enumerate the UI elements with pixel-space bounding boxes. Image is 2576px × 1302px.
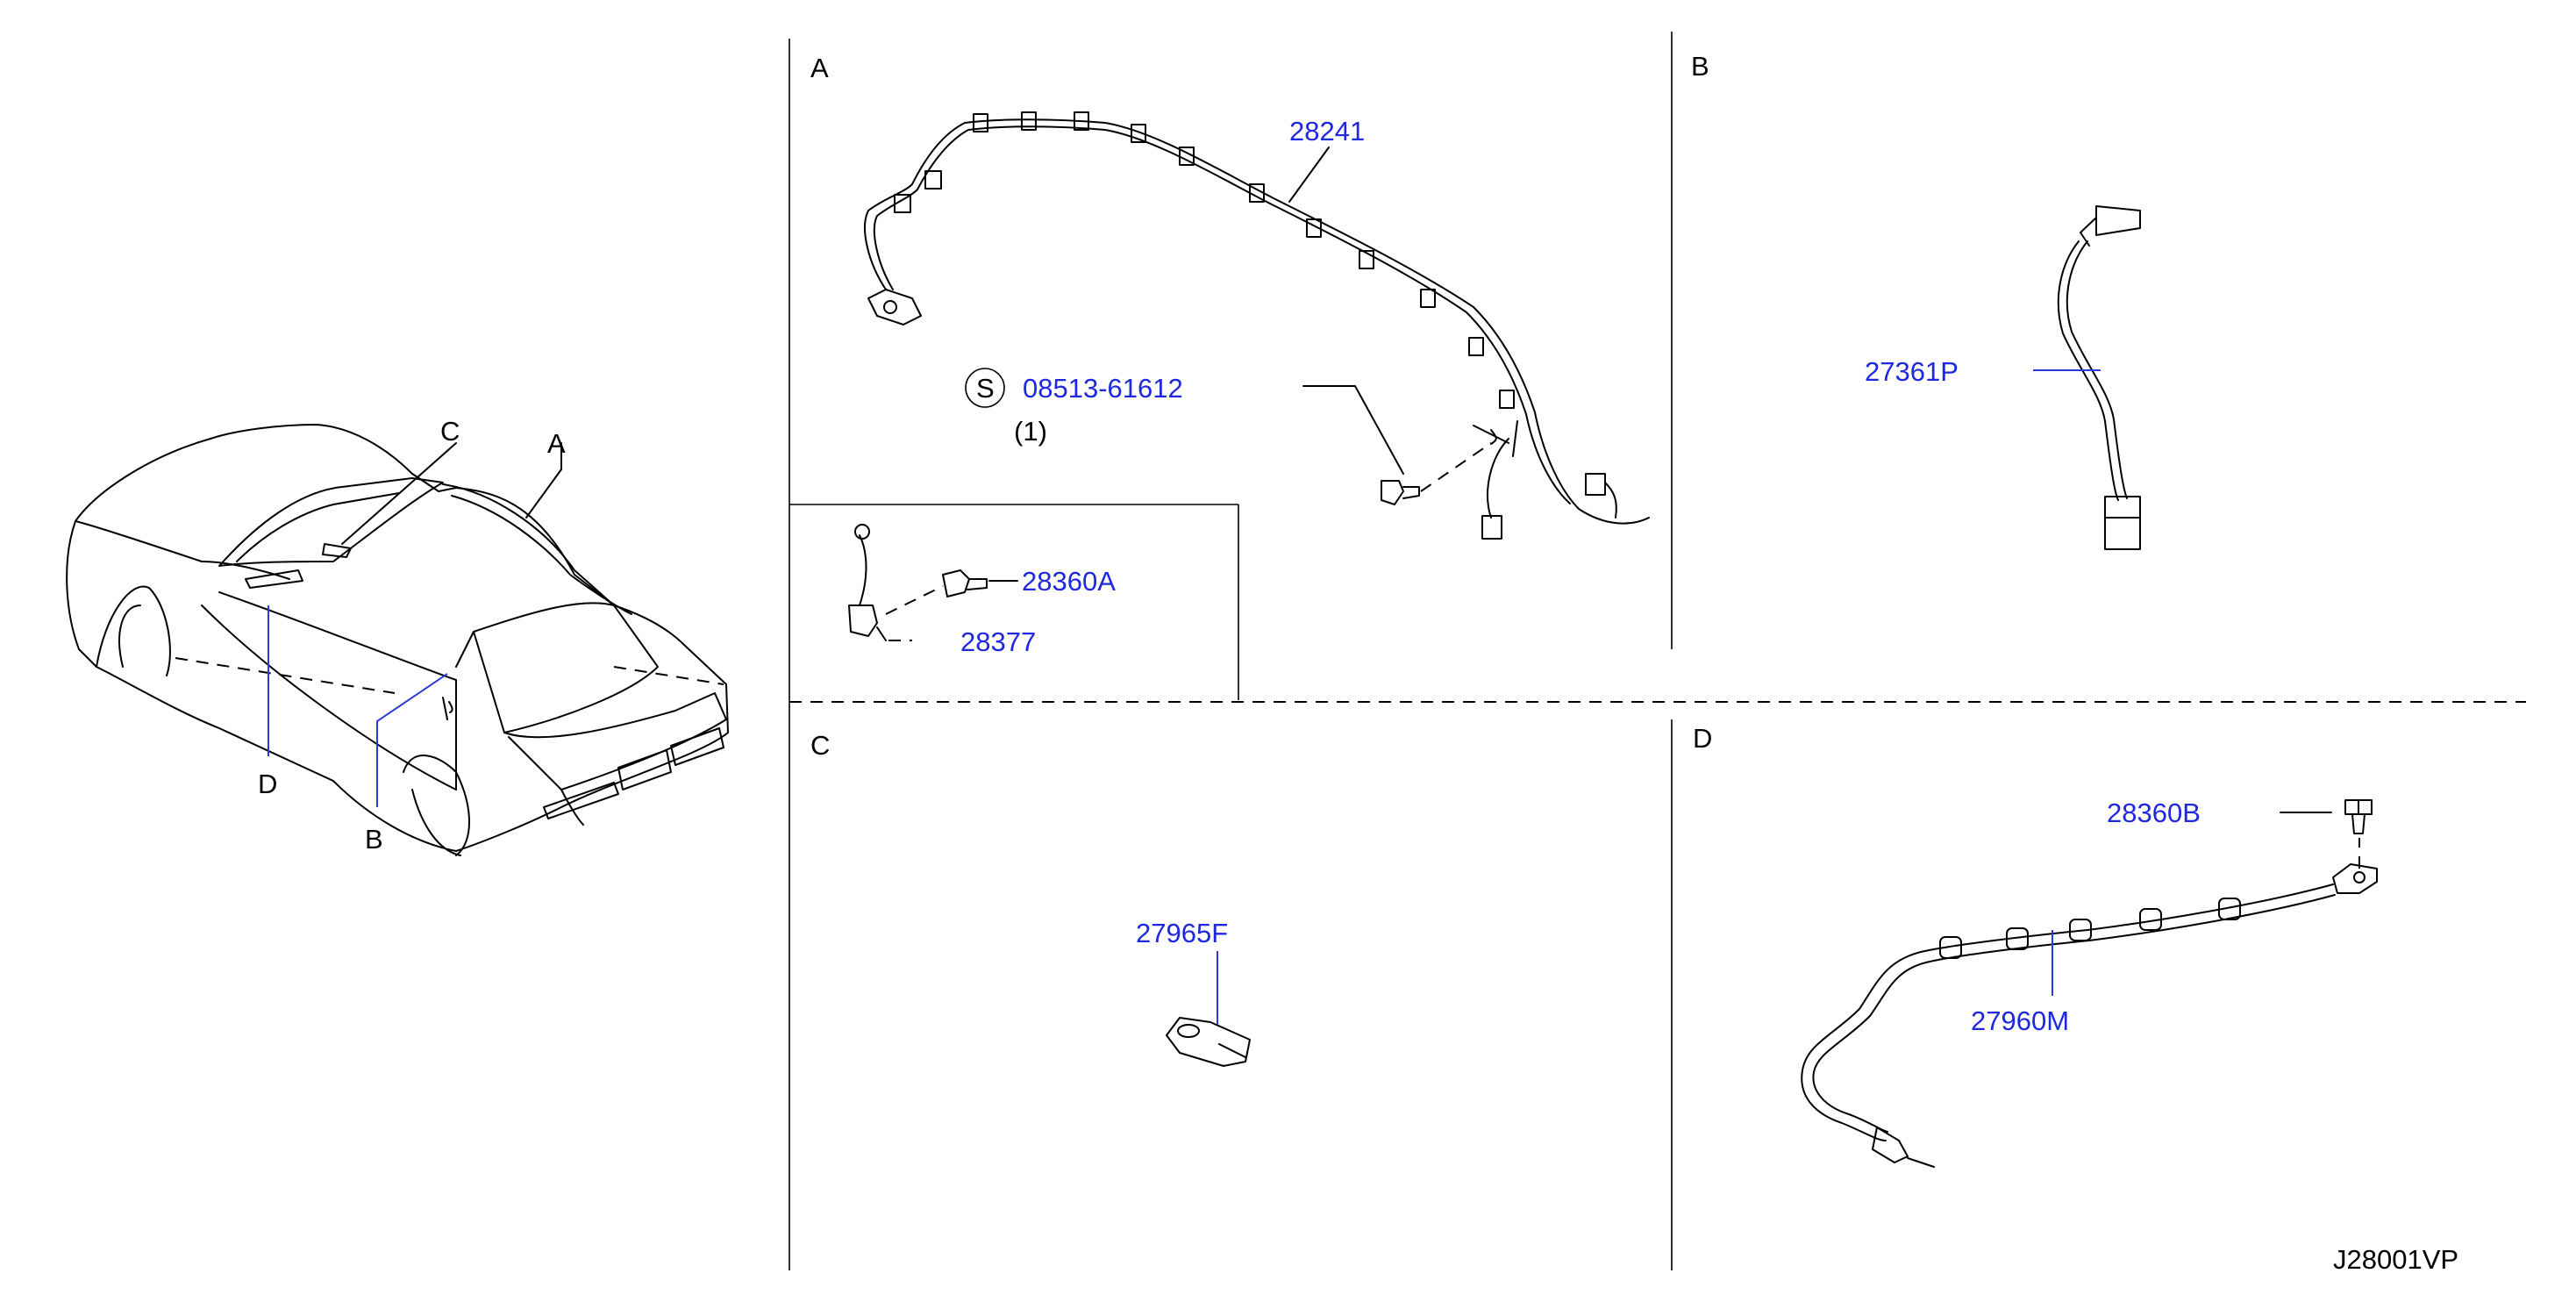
part-number-27361p: 27361P bbox=[1865, 356, 1959, 387]
leader-08513 bbox=[1302, 385, 1404, 475]
overview-label-b: B bbox=[365, 824, 383, 855]
cable-27361p-drawing bbox=[2057, 205, 2141, 550]
part-number-28241: 28241 bbox=[1289, 116, 1365, 147]
quantity-08513: (1) bbox=[1014, 416, 1047, 447]
part-number-28360b: 28360B bbox=[2107, 798, 2201, 828]
antenna-27965f-drawing bbox=[1166, 1017, 1251, 1067]
part-number-08513-61612: 08513-61612 bbox=[1023, 373, 1183, 404]
section-label-a: A bbox=[810, 53, 829, 83]
harness-28241-drawing bbox=[864, 111, 1650, 540]
overview-leaders bbox=[268, 442, 562, 807]
ground-bolt-drawing bbox=[848, 524, 988, 641]
overview-label-c: C bbox=[440, 416, 460, 447]
screw-08513-drawing bbox=[1381, 442, 1492, 505]
vehicle-overview-drawing bbox=[66, 424, 729, 856]
section-label-c: C bbox=[810, 730, 830, 761]
feeder-27960m-drawing bbox=[1801, 799, 2378, 1168]
panel-frame bbox=[788, 32, 2526, 1270]
diagram-code: J28001VP bbox=[2333, 1244, 2458, 1275]
section-label-d: D bbox=[1693, 723, 1712, 754]
leader-28241 bbox=[1288, 147, 1330, 203]
s-symbol: S bbox=[976, 373, 995, 404]
part-number-27960m: 27960M bbox=[1971, 1005, 2069, 1036]
overview-label-a: A bbox=[547, 428, 566, 459]
part-number-27965f: 27965F bbox=[1136, 918, 1228, 948]
s-symbol-circle bbox=[965, 368, 1005, 408]
part-number-28377: 28377 bbox=[960, 626, 1036, 657]
part-number-28360a: 28360A bbox=[1022, 566, 1116, 597]
section-label-b: B bbox=[1691, 51, 1709, 82]
overview-label-d: D bbox=[258, 769, 277, 799]
